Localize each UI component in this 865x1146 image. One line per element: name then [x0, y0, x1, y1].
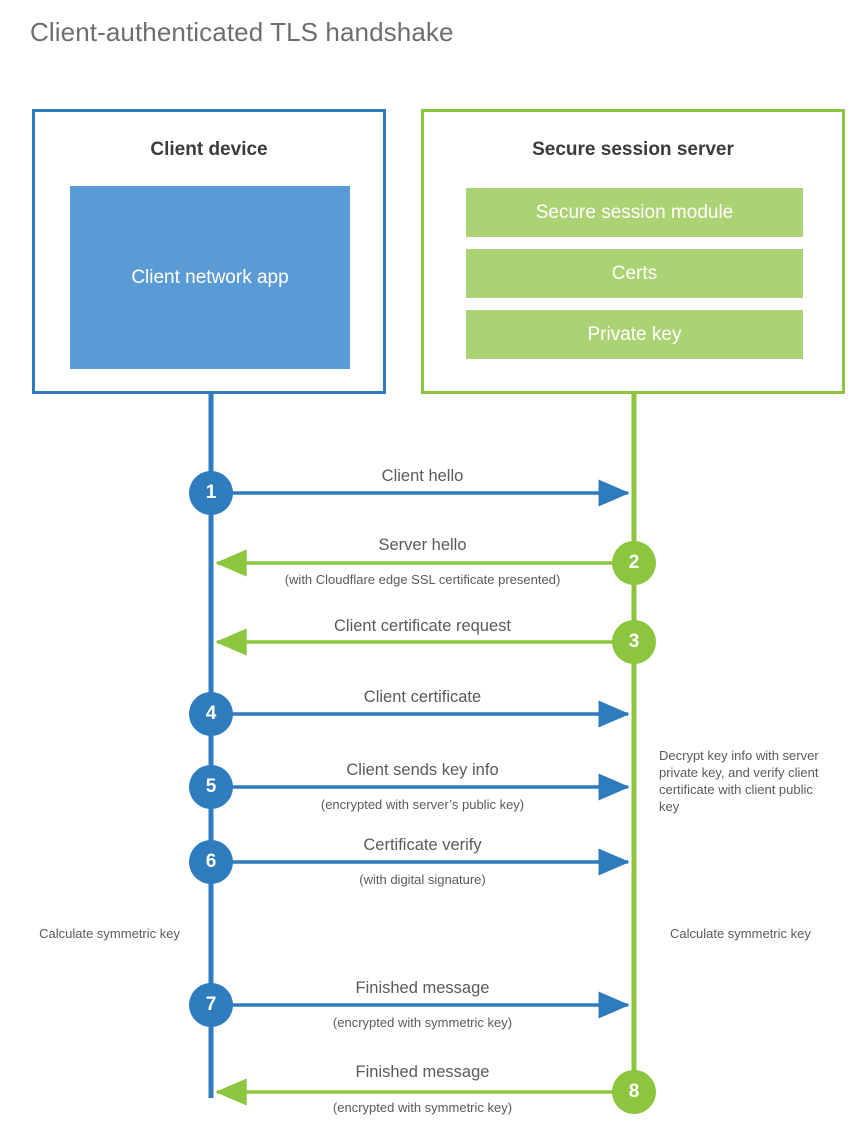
message-sub-6: (with digital signature): [359, 872, 486, 887]
server-item-certs: Certs: [466, 249, 803, 298]
server-decrypt-note: Decrypt key info with server private key…: [659, 748, 819, 814]
page-title: Client-authenticated TLS handshake: [30, 17, 454, 47]
message-sub-7: (encrypted with symmetric key): [332, 1015, 513, 1030]
client-device-title: Client device: [150, 139, 268, 160]
message-sub-8: (encrypted with symmetric key): [332, 1100, 513, 1115]
message-sub-2: (with Cloudflare edge SSL certificate pr…: [284, 572, 561, 587]
message-sub-5: (encrypted with server’s public key): [320, 797, 525, 812]
secure-session-server-title: Secure session server: [532, 139, 734, 160]
step-number-1: 1: [205, 482, 217, 503]
server-component-stack: Secure session module Certs Private key: [466, 188, 803, 371]
secure-session-server-box: Secure session server Secure session mod…: [421, 109, 845, 394]
step-number-3: 3: [628, 631, 640, 652]
step-number-6: 6: [205, 851, 217, 872]
client-device-box: Client device Client network app: [32, 109, 386, 394]
server-calculate-symmetric-key-note: Calculate symmetric key: [670, 926, 811, 941]
message-label-8: Finished message: [355, 1063, 490, 1081]
step-number-8: 8: [628, 1081, 640, 1102]
message-label-4: Client certificate: [363, 688, 482, 706]
step-number-4: 4: [205, 703, 217, 724]
server-item-private-key: Private key: [466, 310, 803, 359]
step-number-7: 7: [205, 994, 217, 1015]
client-network-app-block: Client network app: [70, 186, 350, 369]
message-label-1: Client hello: [381, 467, 464, 485]
message-label-5: Client sends key info: [346, 761, 499, 779]
step-number-5: 5: [205, 776, 217, 797]
message-label-7: Finished message: [355, 979, 490, 997]
server-item-secure-session-module: Secure session module: [466, 188, 803, 237]
step-number-2: 2: [628, 552, 640, 573]
message-label-6: Certificate verify: [363, 836, 482, 854]
message-label-3: Client certificate request: [334, 617, 511, 635]
client-calculate-symmetric-key-note: Calculate symmetric key: [39, 926, 180, 941]
message-label-2: Server hello: [378, 536, 467, 554]
